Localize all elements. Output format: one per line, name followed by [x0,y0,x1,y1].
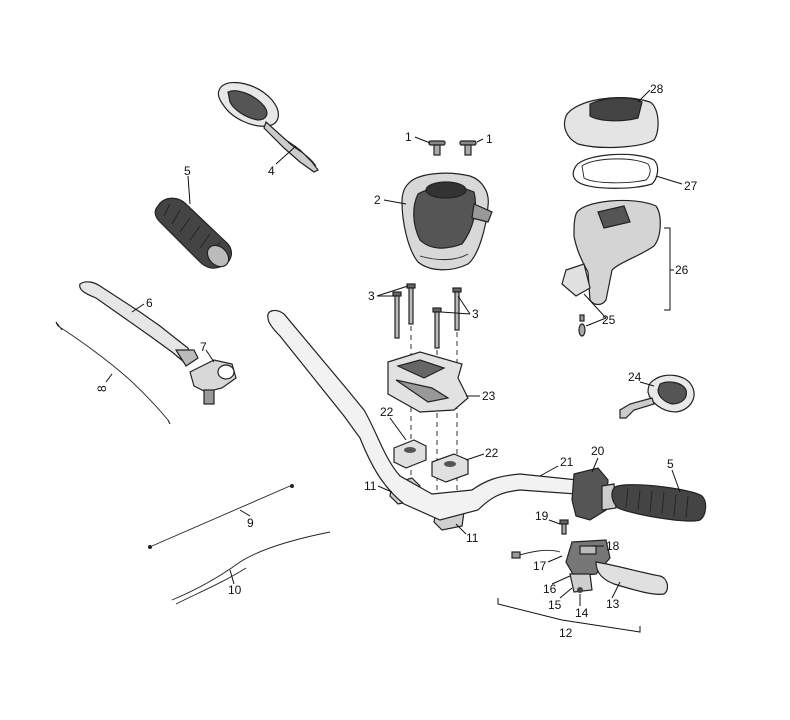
callout-4: 4 [268,164,275,178]
callout-11-left: 11 [364,479,377,493]
bracket-8 [55,321,171,425]
bolt-2 [406,283,416,325]
callout-9: 9 [247,516,254,530]
bolt-3 [432,307,442,349]
callout-21: 21 [560,455,574,469]
gasket [572,153,659,189]
callout-26: 26 [675,263,689,277]
bracket-26 [664,227,671,311]
callout-3-left: 3 [368,289,375,303]
clamp-upper-left [393,439,427,469]
callout-5-right: 5 [667,457,674,471]
callout-5-left: 5 [184,164,191,178]
handlebar-cover [401,172,493,271]
clutch-perch [189,359,237,405]
mounting-bracket [387,351,469,413]
callout-11-right: 11 [466,531,479,545]
throttle-housing [571,467,617,521]
switch-housing [561,199,661,337]
callout-28: 28 [650,82,664,96]
callout-13: 13 [606,597,620,611]
callout-19: 19 [535,509,549,523]
bolt-1 [392,291,402,339]
callout-1-left: 1 [405,130,412,144]
callout-25: 25 [602,313,616,327]
callout-27: 27 [684,179,698,193]
brake-switch [511,549,561,559]
callout-labels: 1 1 2 3 3 4 5 5 6 7 8 9 10 11 11 12 13 1… [95,82,698,640]
callout-24: 24 [628,370,642,384]
callout-23: 23 [482,389,496,403]
callout-22-upper: 22 [380,405,394,419]
callout-6: 6 [146,296,153,310]
brake-cable [148,484,294,549]
right-grip [611,484,707,522]
callout-1-right: 1 [486,132,493,146]
bolt-4 [452,287,462,331]
top-cover [563,96,659,149]
handlebar [267,309,579,521]
callout-14: 14 [575,606,589,620]
clutch-lever [79,281,199,367]
callout-3-right: 3 [472,307,479,321]
screw-right [459,140,477,156]
callout-2: 2 [374,193,381,207]
throttle-cable [171,531,331,605]
leader-lines [105,89,683,606]
left-grip [154,197,232,269]
callout-15: 15 [548,598,562,612]
callout-10: 10 [228,583,242,597]
callout-8: 8 [95,385,109,392]
brake-master-cylinder [565,539,669,595]
bracket-12 [497,598,641,633]
callout-16: 16 [543,582,557,596]
callout-20: 20 [591,444,605,458]
callout-18: 18 [606,539,620,553]
screw-19 [559,519,569,535]
callout-12: 12 [559,626,573,640]
right-mirror [619,374,695,419]
screw-left [428,140,446,156]
callout-7: 7 [200,340,207,354]
callout-22-lower: 22 [485,446,499,460]
left-mirror [217,81,319,173]
callout-17: 17 [533,559,547,573]
clamp-upper-right [431,453,469,483]
